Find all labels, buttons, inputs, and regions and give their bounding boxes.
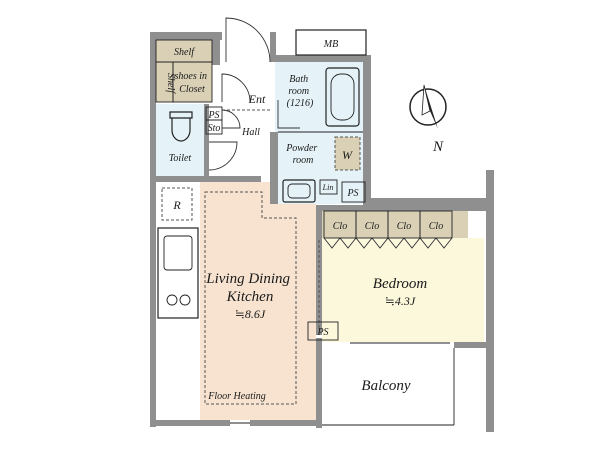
walls bbox=[150, 32, 494, 432]
linen-box bbox=[319, 179, 338, 195]
hall-label: Hall bbox=[241, 127, 260, 138]
powder-room-line1: Powder bbox=[285, 143, 317, 154]
mb-label: MB bbox=[323, 39, 338, 50]
kitchen-sink bbox=[163, 235, 193, 271]
closet-fill bbox=[322, 211, 468, 238]
shoes-closet-fill bbox=[156, 62, 212, 102]
shelf-top-fill bbox=[156, 40, 212, 62]
closet-label: Clo bbox=[365, 221, 379, 232]
closet-label: Clo bbox=[333, 221, 347, 232]
toilet-label: Toilet bbox=[169, 153, 192, 164]
shoes-closet-label: shoes in Closet bbox=[175, 71, 210, 95]
powder-room-label: Powder room bbox=[285, 143, 320, 166]
shoes-closet bbox=[172, 61, 213, 103]
ldk-name: Living Dining Kitchen bbox=[205, 271, 294, 305]
floor-heating-label: Floor Heating bbox=[207, 391, 266, 402]
bathtub-inner bbox=[330, 73, 355, 121]
washer-space bbox=[334, 136, 361, 171]
washer-label: W bbox=[342, 148, 353, 162]
meter-box bbox=[295, 29, 367, 56]
bathroom-line3: (1216) bbox=[287, 98, 314, 109]
bathroom-line1: Bath bbox=[289, 74, 308, 85]
ps-top-label: PS bbox=[207, 110, 219, 121]
toilet-floor bbox=[156, 104, 204, 176]
bedroom-size: ≒4.3J bbox=[385, 294, 416, 308]
kitchen-counter bbox=[157, 227, 199, 319]
bathroom-door[interactable] bbox=[277, 100, 300, 129]
bedroom-closets: Clo Clo Clo Clo bbox=[323, 210, 453, 249]
ldk-name-line2: Kitchen bbox=[226, 289, 274, 305]
washbasin-bowl bbox=[287, 183, 311, 199]
shelf-top-label: Shelf bbox=[174, 47, 195, 58]
ps-bottom-box bbox=[307, 321, 339, 341]
sto-label: Sto bbox=[208, 123, 221, 134]
floor-heating-area bbox=[204, 191, 297, 405]
refrigerator-label: R bbox=[172, 198, 181, 212]
bedroom-floor bbox=[322, 238, 484, 342]
bedroom-name: Bedroom bbox=[373, 276, 428, 292]
shoes-closet-line2: Closet bbox=[179, 84, 205, 95]
shoes-closet-line1: shoes in bbox=[175, 71, 208, 82]
bathroom-line2: room bbox=[288, 86, 309, 97]
entrance-door[interactable] bbox=[225, 17, 271, 63]
closet-label: Clo bbox=[429, 221, 443, 232]
ldk-name-line1: Living Dining bbox=[205, 271, 290, 287]
ldk-kitchen-strip bbox=[156, 182, 200, 420]
stove-burner-right bbox=[179, 294, 191, 306]
refrigerator-space bbox=[161, 187, 193, 221]
closet-doors[interactable] bbox=[323, 237, 453, 249]
balcony-floor bbox=[322, 345, 454, 425]
toilet-fixture bbox=[169, 111, 193, 142]
north-arrow-icon bbox=[409, 84, 447, 129]
shelf-side-label: Shelf bbox=[165, 73, 176, 94]
bathroom-label: Bath room (1216) bbox=[287, 74, 314, 109]
closet-door[interactable] bbox=[221, 73, 251, 103]
closet-label: Clo bbox=[397, 221, 411, 232]
toilet-door[interactable] bbox=[208, 141, 238, 171]
powder-room-line2: room bbox=[293, 155, 314, 166]
ps-mid-box bbox=[341, 181, 366, 203]
storage-door[interactable] bbox=[221, 109, 241, 129]
entrance-floor bbox=[222, 62, 272, 107]
washbasin bbox=[282, 179, 316, 203]
ps-bottom-label: PS bbox=[316, 327, 328, 338]
linen-label: Lin bbox=[322, 183, 334, 192]
stove-burner-left bbox=[166, 294, 178, 306]
ps-mid-label: PS bbox=[346, 188, 358, 199]
north-label: N bbox=[432, 139, 444, 155]
ldk-size: ≒8.6J bbox=[235, 307, 266, 321]
bathroom-floor bbox=[275, 62, 363, 132]
entrance-label: Ent bbox=[248, 92, 266, 106]
bathtub bbox=[325, 67, 360, 127]
sto-box bbox=[205, 119, 223, 135]
balcony-label: Balcony bbox=[361, 378, 410, 394]
washer-fill bbox=[335, 137, 360, 170]
